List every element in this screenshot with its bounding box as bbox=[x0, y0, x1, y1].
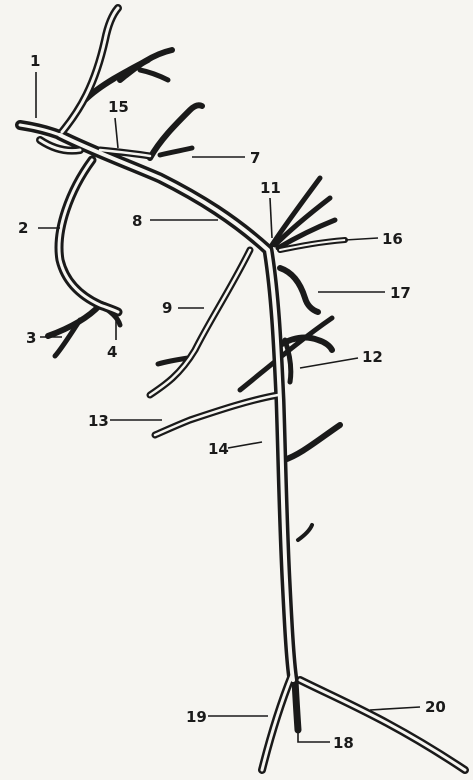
branch-cross-vessel bbox=[240, 318, 332, 390]
label-9: 9 bbox=[162, 299, 172, 317]
branch-7-lower-vessel bbox=[160, 148, 192, 155]
branch-9-vessel bbox=[150, 250, 250, 395]
label-19: 19 bbox=[186, 708, 207, 726]
vessel-outlines bbox=[20, 8, 465, 770]
label-15: 15 bbox=[108, 98, 129, 116]
label-17: 17 bbox=[390, 284, 411, 302]
main-trunk-vessel bbox=[60, 135, 293, 680]
label-8: 8 bbox=[132, 212, 142, 230]
label-2: 2 bbox=[18, 219, 28, 237]
label-4: 4 bbox=[107, 343, 117, 361]
label-18: 18 bbox=[333, 734, 354, 752]
branch-13-vessel bbox=[155, 395, 278, 435]
branch-17-vessel bbox=[280, 268, 318, 312]
label-1: 1 bbox=[30, 52, 40, 70]
spur-vessel bbox=[298, 525, 312, 540]
leader-14 bbox=[228, 442, 262, 448]
label-12: 12 bbox=[362, 348, 383, 366]
label-13: 13 bbox=[88, 412, 109, 430]
upper-branch-4-vessel bbox=[140, 70, 168, 80]
leader-15 bbox=[115, 118, 118, 148]
label-14: 14 bbox=[208, 440, 229, 458]
leader-11 bbox=[270, 198, 272, 238]
leader-20 bbox=[370, 707, 420, 710]
label-20: 20 bbox=[425, 698, 446, 716]
branch-12-down-vessel bbox=[285, 340, 291, 382]
label-7: 7 bbox=[250, 149, 260, 167]
label-16: 16 bbox=[382, 230, 403, 248]
leader-16 bbox=[345, 238, 378, 240]
label-3: 3 bbox=[26, 329, 36, 347]
leader-18 bbox=[298, 712, 330, 742]
left-loop-vessel bbox=[59, 160, 118, 312]
label-11: 11 bbox=[260, 179, 281, 197]
branch-right-mid-vessel bbox=[284, 425, 340, 460]
leader-12 bbox=[300, 358, 358, 368]
